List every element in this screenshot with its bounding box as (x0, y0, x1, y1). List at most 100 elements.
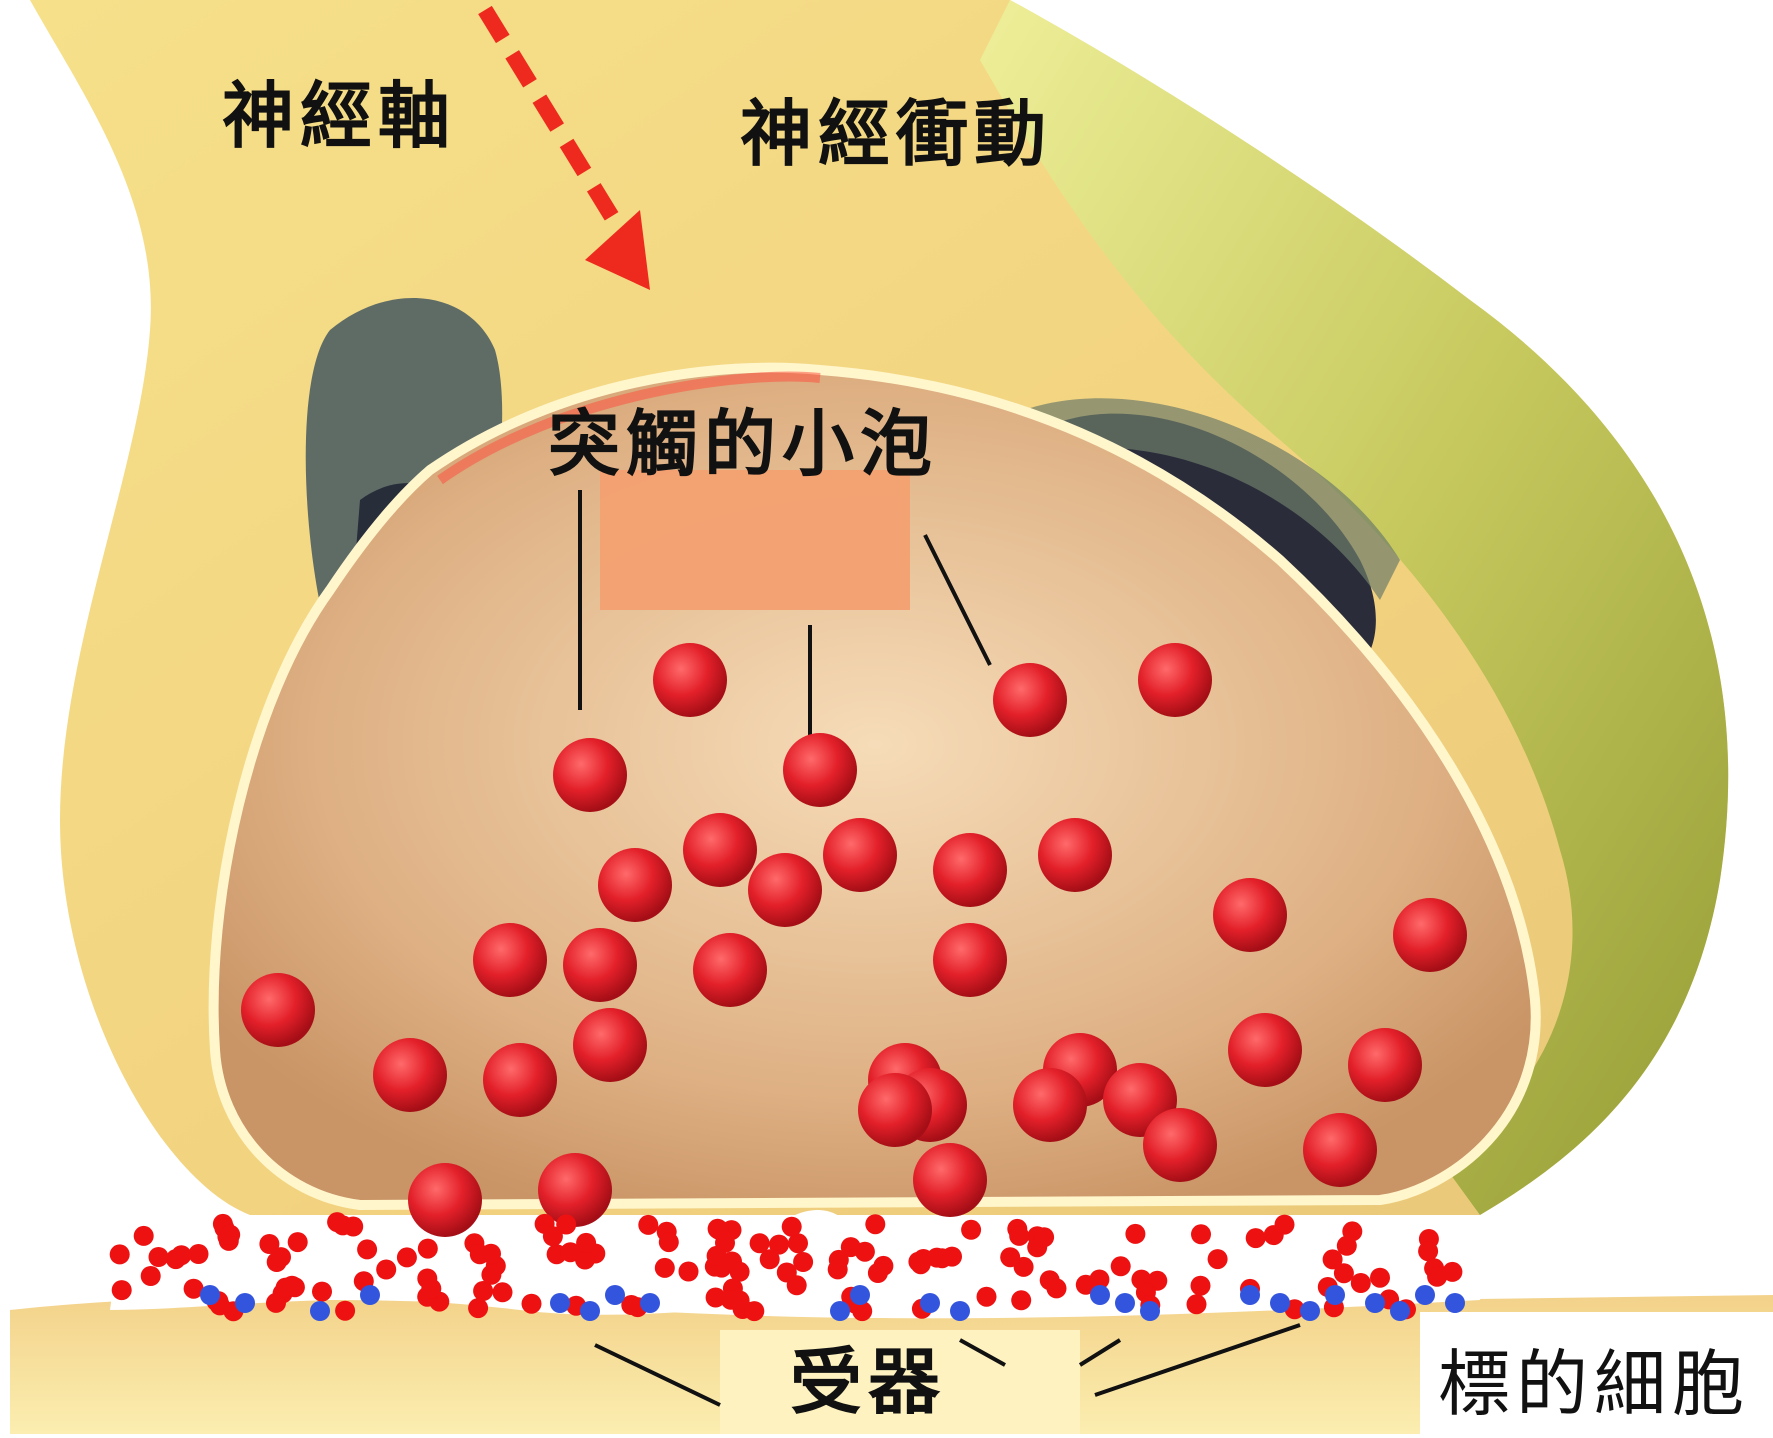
neurotransmitter-dot (493, 1282, 513, 1302)
vesicle (1013, 1068, 1087, 1142)
neurotransmitter-dot (220, 1225, 240, 1245)
neurotransmitter-dot (417, 1269, 437, 1289)
neurotransmitter-dot (312, 1282, 332, 1302)
vesicle (1143, 1108, 1217, 1182)
neurotransmitter-dot (468, 1298, 488, 1318)
neurotransmitter-dot (655, 1258, 675, 1278)
neurotransmitter-dot (1351, 1273, 1371, 1293)
vesicle (1138, 643, 1212, 717)
receptor-dot (1270, 1293, 1290, 1313)
neurotransmitter-dot (707, 1246, 727, 1266)
neurotransmitter-dot (1208, 1249, 1228, 1269)
vesicle (683, 813, 757, 887)
neurotransmitter-dot (110, 1244, 130, 1264)
neurotransmitter-dot (942, 1247, 962, 1267)
vesicle (823, 818, 897, 892)
receptor-dot (310, 1301, 330, 1321)
vesicle (933, 833, 1007, 907)
receptor-dot (580, 1301, 600, 1321)
vesicle (1213, 878, 1287, 952)
neurotransmitter-dot (865, 1214, 885, 1234)
receptor-dot (950, 1301, 970, 1321)
neurotransmitter-dot (1187, 1294, 1207, 1314)
receptor-dot (1390, 1301, 1410, 1321)
neurotransmitter-dot (171, 1245, 191, 1265)
axon-label: 神經軸 (222, 80, 456, 152)
neurotransmitter-dot (1111, 1256, 1131, 1276)
vesicle (473, 923, 547, 997)
vesicle (373, 1038, 447, 1112)
vesicle (858, 1073, 932, 1147)
vesicle (598, 848, 672, 922)
vesicle (693, 933, 767, 1007)
receptor-dot (550, 1293, 570, 1313)
neurotransmitter-dot (543, 1226, 563, 1246)
receptor-label: 受器 (790, 1346, 946, 1418)
neurotransmitter-dot (397, 1247, 417, 1267)
receptor-dot (1325, 1285, 1345, 1305)
neurotransmitter-dot (977, 1287, 997, 1307)
vesicle (1393, 898, 1467, 972)
neurotransmitter-dot (730, 1262, 750, 1282)
label-highlight (600, 470, 910, 610)
receptor-dot (850, 1285, 870, 1305)
neurotransmitter-dot (1342, 1221, 1362, 1241)
neurotransmitter-dot (141, 1266, 161, 1286)
receptor-dot (1445, 1293, 1465, 1313)
receptor-dot (920, 1293, 940, 1313)
neurotransmitter-dot (961, 1220, 981, 1240)
receptor-dot (1415, 1285, 1435, 1305)
neurotransmitter-dot (288, 1232, 308, 1252)
vesicle (408, 1163, 482, 1237)
receptor-dot (830, 1301, 850, 1321)
neurotransmitter-dot (1191, 1276, 1211, 1296)
vesicle (933, 923, 1007, 997)
neurotransmitter-dot (149, 1247, 169, 1267)
neurotransmitter-dot (828, 1259, 848, 1279)
neurotransmitter-dot (481, 1265, 501, 1285)
neurotransmitter-dot (1125, 1224, 1145, 1244)
neurotransmitter-dot (1034, 1227, 1054, 1247)
neurotransmitter-dot (112, 1280, 132, 1300)
neurotransmitter-dot (1047, 1278, 1067, 1298)
vesicle (783, 733, 857, 807)
receptor-dot (605, 1285, 625, 1305)
neurotransmitter-dot (1011, 1290, 1031, 1310)
vesicle (241, 973, 315, 1047)
vesicle (1038, 818, 1112, 892)
synaptic-vesicle-label: 突觸的小泡 (548, 408, 938, 480)
neurotransmitter-dot (1275, 1215, 1295, 1235)
neurotransmitter-dot (638, 1215, 658, 1235)
neurotransmitter-dot (679, 1262, 699, 1282)
vesicle (553, 738, 627, 812)
neurotransmitter-dot (793, 1252, 813, 1272)
neurotransmitter-dot (868, 1263, 888, 1283)
neurotransmitter-dot (1334, 1263, 1354, 1283)
neurotransmitter-dot (522, 1294, 542, 1314)
vesicle (913, 1143, 987, 1217)
neurotransmitter-dot (1246, 1228, 1266, 1248)
vesicle (1303, 1113, 1377, 1187)
neurotransmitter-dot (327, 1212, 347, 1232)
neurotransmitter-dot (134, 1226, 154, 1246)
receptor-dot (1140, 1301, 1160, 1321)
neurotransmitter-dot (841, 1237, 861, 1257)
vesicle (573, 1008, 647, 1082)
neurotransmitter-dot (1191, 1224, 1211, 1244)
neurotransmitter-dot (787, 1275, 807, 1295)
neurotransmitter-dot (376, 1260, 396, 1280)
neurotransmitter-dot (271, 1247, 291, 1267)
neurotransmitter-dot (1418, 1241, 1438, 1261)
nerve-impulse-label: 神經衝動 (740, 98, 1052, 170)
vesicle (1348, 1028, 1422, 1102)
receptor-dot (1115, 1293, 1135, 1313)
receptor-dot (1365, 1293, 1385, 1313)
neurotransmitter-dot (709, 1220, 729, 1240)
vesicle (748, 853, 822, 927)
neurotransmitter-dot (481, 1244, 501, 1264)
neurotransmitter-dot (1427, 1267, 1447, 1287)
neurotransmitter-dot (282, 1276, 302, 1296)
neurotransmitter-dot (769, 1235, 789, 1255)
receptor-dot (1090, 1285, 1110, 1305)
